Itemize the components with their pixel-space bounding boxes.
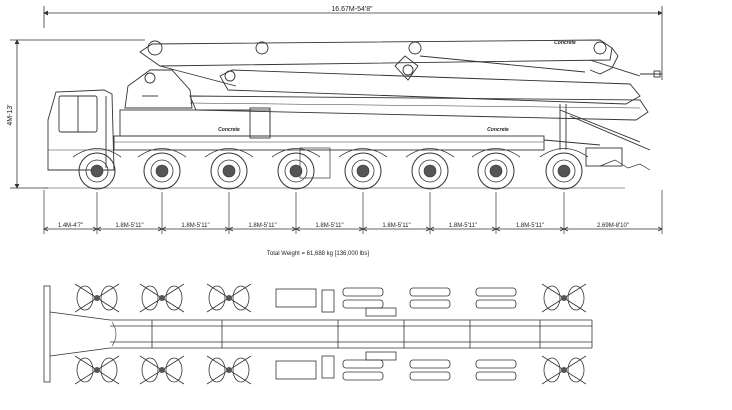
side-wheel [137,148,187,190]
side-wheels [72,148,589,190]
turret [124,69,193,109]
side-wheel [271,148,321,190]
plan-wheel [74,283,120,313]
truck-side-view [44,69,651,189]
plan-wheel [342,359,384,381]
plan-wheel [206,355,252,385]
plan-wheel [275,288,317,308]
chassis-frame [113,135,545,151]
side-wheel [72,148,122,190]
axle-spacing-label: 1.8M-5'11" [115,223,143,229]
axle-spacing-labels: 1.4M-4'7" 1.8M-5'11" 1.8M-5'11" 1.8M-5'11" 1… [58,223,629,229]
axle-spacing-dimensions [43,190,663,234]
plan-wheel [206,283,252,313]
plan-wheel [475,359,517,381]
axle-spacing-label: 1.8M-5'11" [248,223,276,229]
plan-wheel [139,355,185,385]
plan-wheel [275,360,317,380]
axle-spacing-label: 1.8M-5'11" [181,223,209,229]
axle-spacing-label: 1.8M-5'11" [315,223,343,229]
overall-length-dimension [43,6,663,80]
overall-length-label: 16.67M-54'8" [331,6,373,13]
overall-height-dimension [10,39,145,189]
boom-brand-3: Concrete [487,127,509,133]
side-wheel [338,148,388,190]
plan-wheel [139,283,185,313]
total-weight-label: Total Weight = 61,688 kg [136,000 lbs] [267,251,369,257]
axle-spacing-label: 1.8M-5'11" [382,223,410,229]
boom-assembly [139,39,662,151]
axle-spacing-label: 1.8M-5'11" [516,223,544,229]
plan-wheel [342,287,384,309]
plan-wheel [409,287,451,309]
plan-wheel [74,355,120,385]
axle-spacing-label: 1.8M-5'11" [449,223,477,229]
cab [47,89,115,171]
plan-wheel [541,355,587,385]
side-wheel [539,148,589,190]
axle-spacing-label: 1.4M-4'7" [58,223,83,229]
plan-wheel [409,359,451,381]
side-wheel [471,148,521,190]
side-wheel [405,148,455,190]
plan-wheel [475,287,517,309]
plan-wheels [74,283,587,385]
overall-height-label: 4M-13' [7,104,14,125]
plan-wheel [541,283,587,313]
boom-brand-2: Concrete [218,127,240,133]
truck-plan-view [43,285,593,383]
axle-spacing-label: 2.69M-8'10" [597,223,629,229]
boom-brand-1: Concrete [554,40,576,46]
side-wheel [204,148,254,190]
